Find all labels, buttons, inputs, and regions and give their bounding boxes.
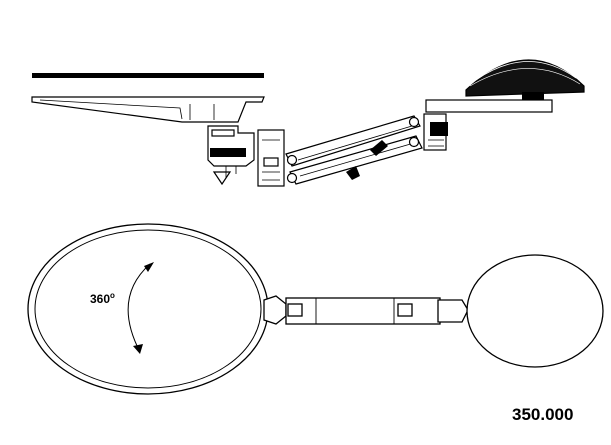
small-mirror-neck: [437, 299, 469, 323]
rotation-angle-label: 360o: [90, 291, 115, 306]
rotation-arrow-icon: [127, 263, 151, 353]
mirror-support-plate: [425, 99, 553, 113]
mirror-neck: [263, 295, 287, 325]
top-view: [27, 223, 604, 395]
large-mirror: [27, 223, 269, 395]
counter-top-bar: [32, 73, 264, 78]
arm-tube: [285, 297, 441, 325]
model-code-label: 350.000: [512, 405, 574, 424]
mirror-dome: [465, 59, 585, 97]
side-view: [31, 59, 585, 187]
small-mirror: [466, 254, 604, 368]
mounting-plate: [31, 96, 265, 123]
